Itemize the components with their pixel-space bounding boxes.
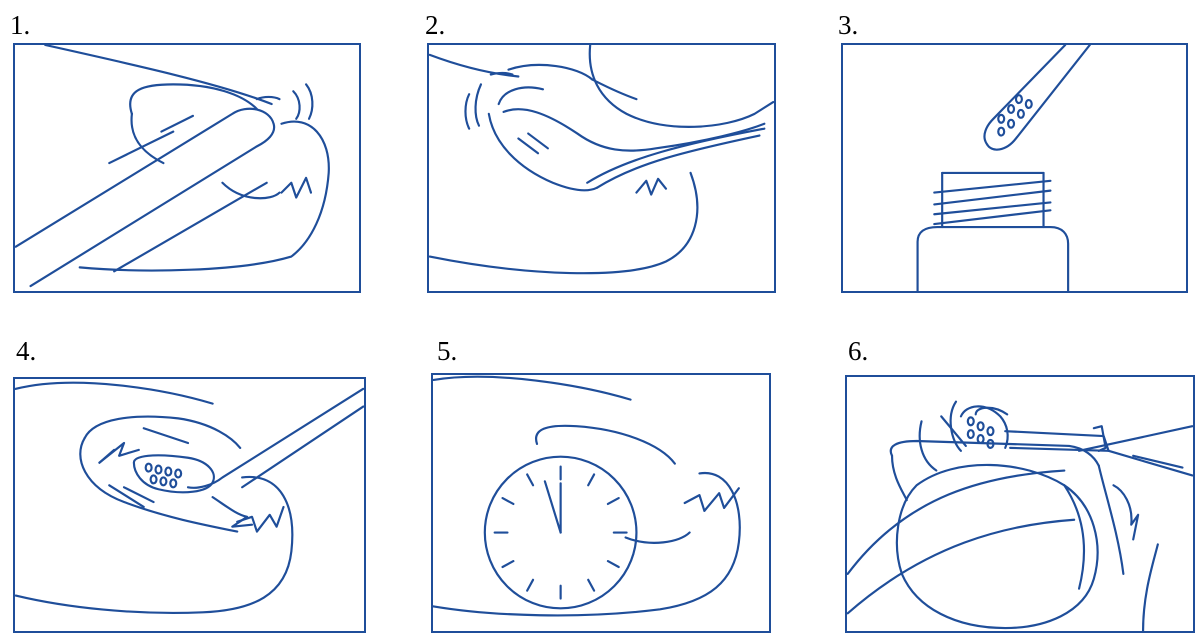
finger-pressing-nail-icon (429, 45, 774, 291)
step-6-panel (845, 375, 1195, 633)
step-1-number: 1. (10, 12, 30, 39)
applying-solution-to-nail-icon (15, 379, 364, 631)
step-2-number: 2. (425, 12, 445, 39)
step-5-number: 5. (437, 338, 457, 365)
wait-clock-icon (433, 375, 769, 631)
step-6-number: 6. (848, 338, 868, 365)
step-3-number: 3. (838, 12, 858, 39)
step-2-panel (427, 43, 776, 293)
step-4-panel (13, 377, 366, 633)
wiping-nail-icon (847, 377, 1193, 631)
step-3-panel (841, 43, 1188, 293)
step-1-panel (13, 43, 361, 293)
step-5-panel (431, 373, 771, 633)
brush-applicator-and-bottle-icon (843, 45, 1186, 291)
step-4-number: 4. (16, 338, 36, 365)
nail-file-lifting-nail-icon (15, 45, 359, 291)
